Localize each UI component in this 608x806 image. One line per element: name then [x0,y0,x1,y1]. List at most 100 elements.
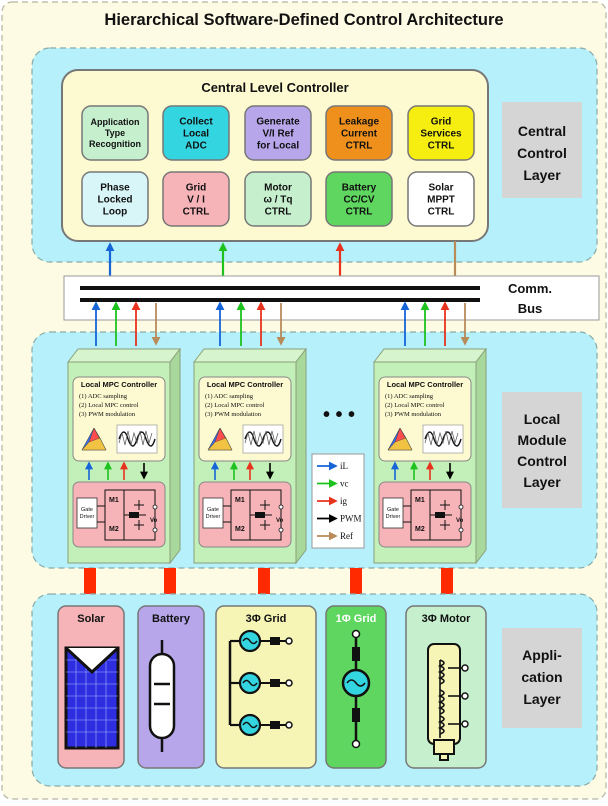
module-step: (1) ADC sampling [205,393,254,400]
central-layer-label: Central Control Layer [517,123,567,183]
central-block-line: CTRL [265,207,292,218]
module-step: (3) PWM modulation [79,411,136,418]
svg-text:Layer: Layer [523,167,561,183]
module-step: (3) PWM modulation [205,411,262,418]
central-block-line: Collect [179,117,213,128]
central-blocks: ApplicationTypeRecognitionCollectLocalAD… [81,105,475,227]
central-block-line: CTRL [183,207,210,218]
gate-driver-label: Driver [386,514,401,520]
module-step: (1) ADC sampling [385,393,434,400]
central-block-line: Services [420,129,462,140]
local-modules: Local MPC Controller (1) ADC sampling (2) … [66,347,488,565]
module-step: (1) ADC sampling [79,393,128,400]
three-phase-motor-icon [427,643,469,761]
local-module-1: Local MPC Controller (1) ADC sampling (2) … [66,347,182,565]
svg-text:Control: Control [517,145,567,161]
application-layer-label-box [502,628,582,728]
more-modules-ellipsis: • • • [323,404,355,426]
central-block-line: Current [341,129,378,140]
svg-text:Control: Control [517,453,567,469]
single-phase-grid-icon [341,629,371,749]
app-device-label: Battery [152,613,191,625]
local-layer-label-box [502,392,582,508]
legend-label: vc [340,479,349,489]
gate-driver-label: Gate [81,507,93,513]
bus-module-arrows [91,301,470,346]
svg-text:Comm.: Comm. [508,281,552,296]
switch-m2-label: M2 [109,526,119,533]
svg-text:Layer: Layer [523,474,561,490]
central-block-line: Local [183,129,209,140]
legend-item: ig [317,496,348,506]
legend-item: iL [317,461,348,471]
diagram-title: Hierarchical Software-Defined Control Ar… [104,11,503,29]
central-block-line: Grid [186,183,207,194]
module-step: (2) Local MPC control [205,402,265,409]
power-links [84,568,453,596]
switch-m2-label: M2 [415,526,425,533]
output-vo-label: Vo [456,518,464,524]
central-block-line: Solar [428,183,453,194]
app-device-label: Solar [77,613,105,625]
central-block-line: CTRL [428,207,455,218]
svg-text:Module: Module [518,432,567,448]
switch-m1-label: M1 [235,497,245,504]
local-module-3: Local MPC Controller(1) ADC sampling(2) … [372,347,488,565]
comm-bus-label: Comm. Bus [508,281,552,316]
module-title: Local MPC Controller [387,380,463,389]
local-module-2: Local MPC Controller (1) ADC sampling (2) … [192,347,308,565]
legend-item: vc [317,479,349,489]
central-block-line: ω / Tq [264,195,293,206]
module-title: Local MPC Controller [81,380,157,389]
central-block-line: CTRL [428,141,455,152]
gate-driver-label: Driver [80,514,95,520]
module-title: Local MPC Controller [207,380,283,389]
central-block-line: V/I Ref [262,129,294,140]
central-block-line: CC/CV [343,195,374,206]
legend-item: PWM [317,514,362,524]
central-block-line: Loop [103,207,127,218]
central-block-line: CTRL [346,141,373,152]
module-step: (3) PWM modulation [385,411,442,418]
gate-driver-label: Driver [206,514,221,520]
battery-icon [148,640,176,752]
svg-text:Layer: Layer [523,691,561,707]
central-block-line: ADC [185,141,207,152]
gate-driver-label: Gate [207,507,219,513]
solar-panel-icon [64,646,120,750]
switch-m1-label: M1 [109,497,119,504]
app-device-label: 1Φ Grid [336,613,377,625]
application-layer-label: Appli- cation Layer [521,647,562,707]
central-block-line: Locked [97,195,132,206]
central-block-line: V / I [187,195,205,206]
central-block-line: for Local [257,141,299,152]
central-block-line: Generate [256,117,300,128]
central-block-line: Application [91,117,140,127]
central-block-line: Leakage [339,117,379,128]
switch-m1-label: M1 [415,497,425,504]
central-block-line: Motor [264,183,292,194]
local-layer-label: Local Module Control Layer [517,411,567,490]
svg-text:Central: Central [518,123,566,139]
central-block-line: Battery [342,183,377,194]
central-block-line: Type [105,128,125,138]
legend-item: Ref [317,531,353,541]
output-vo-label: Vo [276,518,284,524]
gate-driver-label: Gate [387,507,399,513]
svg-text:Local: Local [524,411,561,427]
module-step: (2) Local MPC control [79,402,139,409]
central-level-controller-title: Central Level Controller [201,80,348,95]
legend-label: Ref [340,531,353,541]
central-block-line: MPPT [427,195,455,206]
